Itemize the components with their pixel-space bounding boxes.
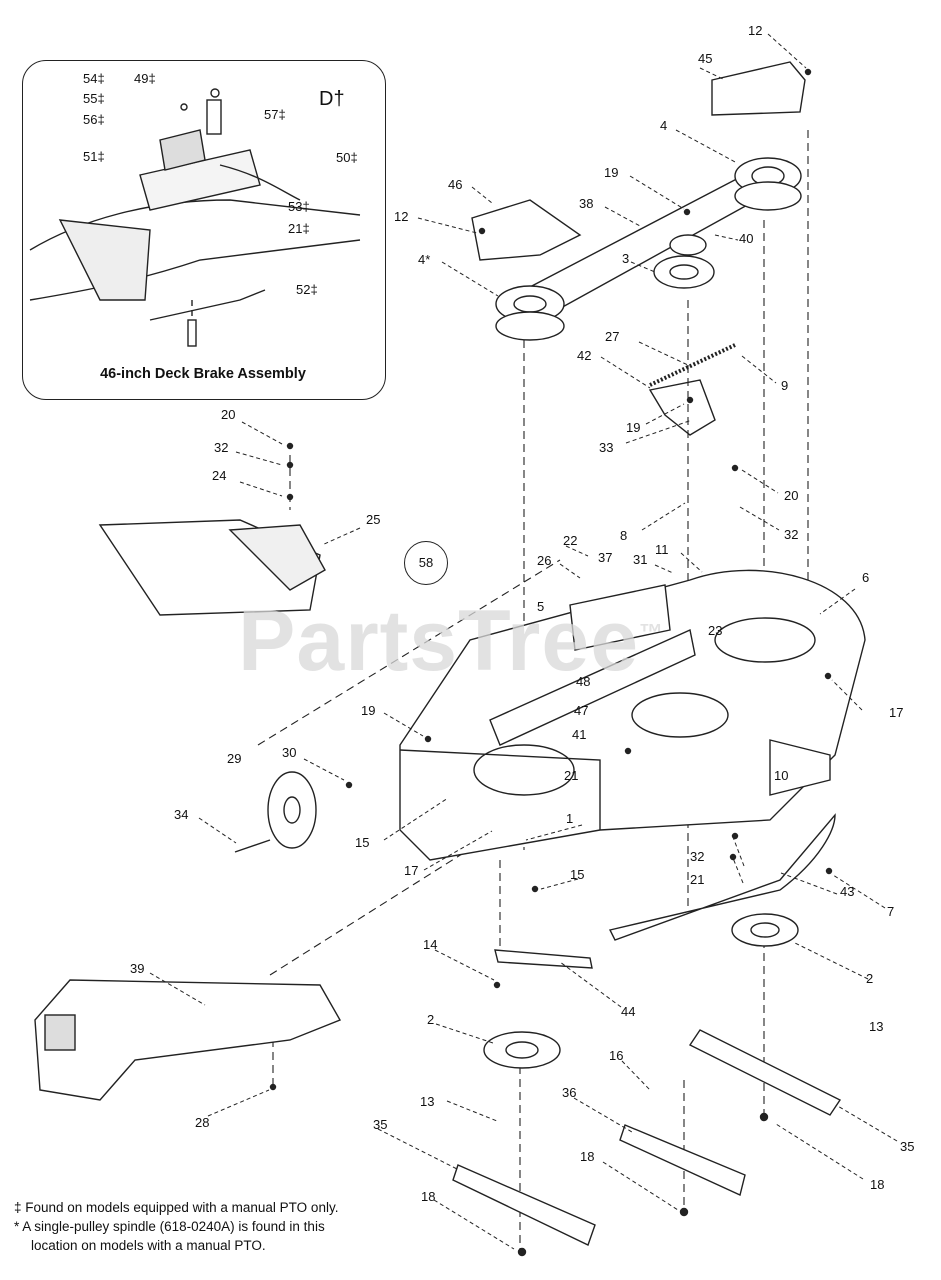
- callout: 18: [870, 1177, 885, 1192]
- callout: 15: [570, 867, 585, 882]
- callout: 19: [361, 703, 376, 718]
- callout: 17: [404, 863, 419, 878]
- callout: 7: [887, 904, 895, 919]
- callout: 32: [784, 527, 799, 542]
- callout: 18: [421, 1189, 436, 1204]
- callout: 13: [869, 1019, 884, 1034]
- callout: 9: [781, 378, 789, 393]
- callout: 20: [221, 407, 236, 422]
- callout: 26: [537, 553, 552, 568]
- callout: 27: [605, 329, 620, 344]
- callout: 17: [889, 705, 904, 720]
- callout: 4*: [418, 252, 431, 267]
- callout: 32: [690, 849, 705, 864]
- callout: 37: [598, 550, 613, 565]
- callout: 39: [130, 961, 145, 976]
- belt-cover-left: [471, 199, 582, 261]
- callout: 35: [373, 1117, 388, 1132]
- callout: 42: [577, 348, 592, 363]
- inset-label: 51‡: [83, 149, 105, 164]
- callout: 11: [655, 542, 669, 557]
- mounting-bracket: [489, 629, 696, 746]
- callout: 20: [784, 488, 799, 503]
- callout: 25: [366, 512, 381, 527]
- belt-cover-right: [711, 61, 806, 116]
- callout: 24: [212, 468, 227, 483]
- callout: 2: [427, 1012, 435, 1027]
- callout: 33: [599, 440, 614, 455]
- inset-label: 56‡: [83, 112, 105, 127]
- spring: [649, 343, 736, 387]
- callout: 34: [174, 807, 189, 822]
- callout: 28: [195, 1115, 210, 1130]
- callout: 38: [579, 196, 594, 211]
- callout: 12: [394, 209, 409, 224]
- inset-label: 55‡: [83, 91, 105, 106]
- callout: 44: [621, 1004, 636, 1019]
- callout: 22: [563, 533, 578, 548]
- inset-label: 21‡: [288, 221, 310, 236]
- inset-label: 52‡: [296, 282, 318, 297]
- mulch-plug: [34, 979, 342, 1101]
- callout: 40: [739, 231, 754, 246]
- inset-caption: 46-inch Deck Brake Assembly: [100, 366, 306, 382]
- callout: 48: [576, 674, 591, 689]
- callout: 6: [862, 570, 870, 585]
- gauge-wheel: [267, 771, 317, 849]
- callout: 5: [537, 599, 545, 614]
- callout: 30: [282, 745, 297, 760]
- inset-label: 57‡: [264, 107, 286, 122]
- blade-center: [619, 1124, 746, 1196]
- inset-label: 54‡: [83, 71, 105, 86]
- callout: 45: [698, 51, 713, 66]
- callout: 14: [423, 937, 438, 952]
- callout: 21: [690, 872, 705, 887]
- blade-right: [688, 1029, 842, 1116]
- brake-assembly-drawing: [29, 88, 361, 347]
- callout: 10: [774, 768, 789, 783]
- callout: 3: [622, 251, 630, 266]
- brake-assembly-inset: [22, 60, 386, 400]
- callout: 41: [572, 727, 587, 742]
- belt: [504, 171, 761, 326]
- blade-left: [452, 1164, 596, 1246]
- callout: 46: [448, 177, 463, 192]
- callout: 16: [609, 1048, 624, 1063]
- callout: 1: [566, 811, 574, 826]
- inset-label: D†: [319, 88, 345, 110]
- inset-label: 49‡: [134, 71, 156, 86]
- callout: 32: [214, 440, 229, 455]
- callout: 19: [626, 420, 641, 435]
- callout: 12: [748, 23, 763, 38]
- callout: 2: [866, 971, 874, 986]
- callout: 13: [420, 1094, 435, 1109]
- callout: 18: [580, 1149, 595, 1164]
- callout: 31: [633, 552, 648, 567]
- callout: 19: [604, 165, 619, 180]
- callout-58: 58: [404, 541, 448, 585]
- footnote-single-pulley: * A single-pulley spindle (618-0240A) is…: [14, 1219, 325, 1234]
- callout: 4: [660, 118, 668, 133]
- callout: 35: [900, 1139, 915, 1154]
- callout: 29: [227, 751, 242, 766]
- inset-label: 53‡: [288, 199, 310, 214]
- inset-label: 50‡: [336, 150, 358, 165]
- callout: 8: [620, 528, 628, 543]
- callout: 36: [562, 1085, 577, 1100]
- pulleys: [495, 157, 802, 341]
- footnote-manual-pto: ‡ Found on models equipped with a manual…: [14, 1200, 339, 1215]
- callout: 15: [355, 835, 370, 850]
- callout: 43: [840, 884, 855, 899]
- callout: 23: [708, 623, 723, 638]
- idler-bracket: [648, 379, 716, 436]
- callout: 47: [574, 703, 589, 718]
- callout: 21: [564, 768, 579, 783]
- footnote-single-pulley-cont: location on models with a manual PTO.: [31, 1238, 266, 1253]
